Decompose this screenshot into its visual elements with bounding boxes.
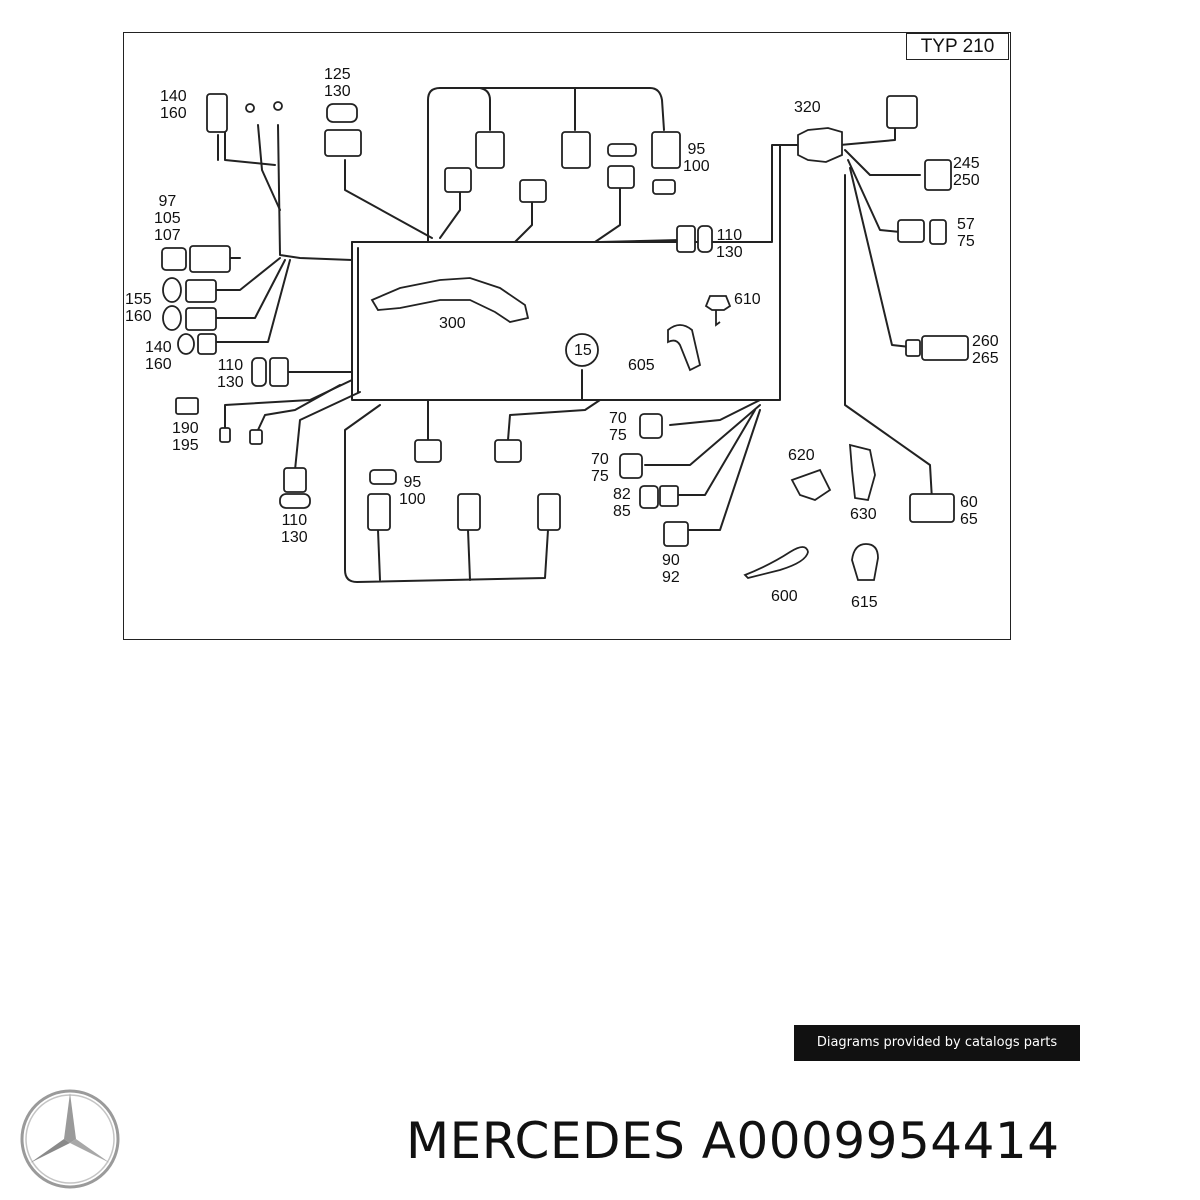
connector-top-a <box>475 131 505 169</box>
cable-tie-600 <box>743 546 809 579</box>
terminal-ring-b <box>273 101 283 111</box>
clamp-605 <box>667 324 702 372</box>
callout-155-160: 155 160 <box>125 291 152 325</box>
connector-140-160-top <box>206 93 228 133</box>
connector-bottom-c <box>367 493 391 531</box>
callout-125-130: 125 130 <box>324 66 351 100</box>
callout-82-85: 82 85 <box>613 486 631 520</box>
wiring-diagram <box>161 87 969 583</box>
mercedes-star-icon <box>20 1089 120 1189</box>
connector-top-b <box>561 131 591 169</box>
connector-top-f <box>607 165 635 189</box>
connector-245-250 <box>924 159 952 191</box>
connector-140-160-b <box>177 333 195 355</box>
connector-70-75-b <box>619 453 643 479</box>
connector-bottom-a <box>414 439 442 463</box>
connector-top-right <box>886 95 918 129</box>
callout-600: 600 <box>771 588 798 605</box>
reference-marker-15 <box>565 333 599 367</box>
grommet-320 <box>797 127 843 163</box>
connector-97-105-107 <box>161 247 187 271</box>
main-harness-loop <box>351 144 801 243</box>
connector-110-130-c <box>283 467 307 493</box>
brand-name: MERCEDES <box>406 1112 686 1170</box>
variant-label: TYP 210 <box>906 33 1009 60</box>
callout-630: 630 <box>850 506 877 523</box>
left-bundle-branch <box>277 124 353 261</box>
connector-top-e <box>519 179 547 203</box>
connector-95-100-a <box>607 143 637 157</box>
clip-630 <box>849 443 876 502</box>
callout-245-250: 245 250 <box>953 155 980 189</box>
callout-140-160-b: 140 160 <box>145 339 172 373</box>
connector-155-160-b <box>162 305 182 331</box>
callout-320: 320 <box>794 99 821 116</box>
connector-110-130-a <box>676 225 696 253</box>
connector-bottom-d <box>457 493 481 531</box>
clip-615 <box>851 543 879 581</box>
connector-top-d <box>444 167 472 193</box>
callout-70-75-b: 70 75 <box>591 451 609 485</box>
footer-title: MERCEDES A0009954414 <box>406 1113 1060 1169</box>
callout-140-160-a: 140 160 <box>160 88 187 122</box>
callout-95-100-a: 95 100 <box>683 141 710 175</box>
connector-82-85 <box>639 485 659 509</box>
part-number: A0009954414 <box>701 1112 1060 1170</box>
right-lower-branches <box>669 399 761 426</box>
callout-110-130-b: 110 130 <box>217 357 244 391</box>
callout-620: 620 <box>788 447 815 464</box>
wiring-loom-300 <box>370 277 530 323</box>
callout-605: 605 <box>628 357 655 374</box>
callout-57-75: 57 75 <box>957 216 975 250</box>
callout-95-100-b: 95 100 <box>399 474 426 508</box>
bottom-bundle-branch <box>344 404 549 583</box>
callout-300: 300 <box>439 315 466 332</box>
connector-110-130-b <box>251 357 267 387</box>
callout-260-265: 260 265 <box>972 333 999 367</box>
callout-110-130-a: 110 130 <box>716 227 743 261</box>
connector-60-65 <box>909 493 955 523</box>
bolt-610 <box>704 295 732 311</box>
connector-95-100-b <box>369 469 397 485</box>
clip-620 <box>790 468 832 501</box>
callout-110-130-c: 110 130 <box>281 512 308 546</box>
connector-bottom-e <box>537 493 561 531</box>
connector-190-195 <box>175 397 199 415</box>
watermark-banner: Diagrams provided by catalogs parts <box>794 1025 1080 1061</box>
connector-155-160-a <box>162 277 182 303</box>
callout-190-195: 190 195 <box>172 420 199 454</box>
top-trunk-branch <box>427 87 665 243</box>
callout-610: 610 <box>734 291 761 308</box>
connector-260-265 <box>921 335 969 361</box>
callout-90-92: 90 92 <box>662 552 680 586</box>
callout-15: 15 <box>574 342 592 359</box>
callout-615: 615 <box>851 594 878 611</box>
callout-60-65: 60 65 <box>960 494 978 528</box>
connector-bottom-b <box>494 439 522 463</box>
callout-70-75-a: 70 75 <box>609 410 627 444</box>
connector-70-75-a <box>639 413 663 439</box>
connector-90-92 <box>663 521 689 547</box>
callout-97-105-107: 97 105 107 <box>154 193 181 244</box>
connector-57-75 <box>897 219 925 243</box>
connector-top-c <box>651 131 681 169</box>
terminal-ring-a <box>245 103 255 113</box>
connector-125-130 <box>326 103 358 123</box>
